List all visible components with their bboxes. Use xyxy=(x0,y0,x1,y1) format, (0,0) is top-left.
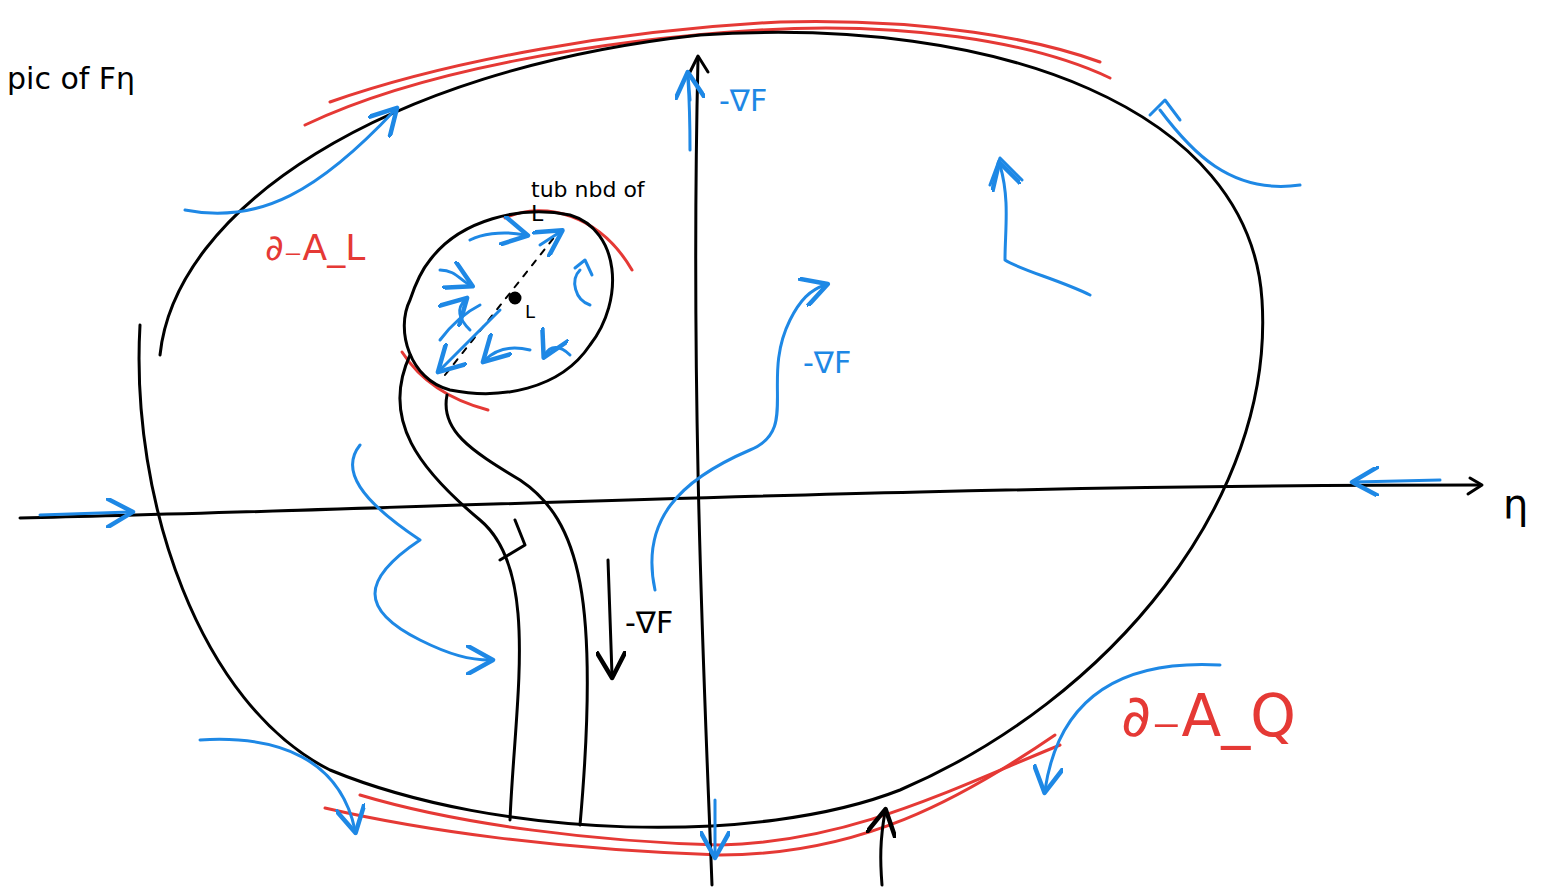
figure-caption: pic of Fη xyxy=(4,62,138,95)
axis-label: η xyxy=(1500,482,1531,526)
boundary-label: ∂₋A_Q xyxy=(1118,685,1299,749)
boundary-label: ∂₋A_L xyxy=(262,228,368,268)
gradient-label: -∇F xyxy=(622,606,676,639)
gradient-label: -∇F xyxy=(800,346,854,379)
neighborhood-label: tub nbd of L xyxy=(528,178,654,226)
point-label: L xyxy=(522,302,538,322)
gradient-label: -∇F xyxy=(716,84,770,117)
